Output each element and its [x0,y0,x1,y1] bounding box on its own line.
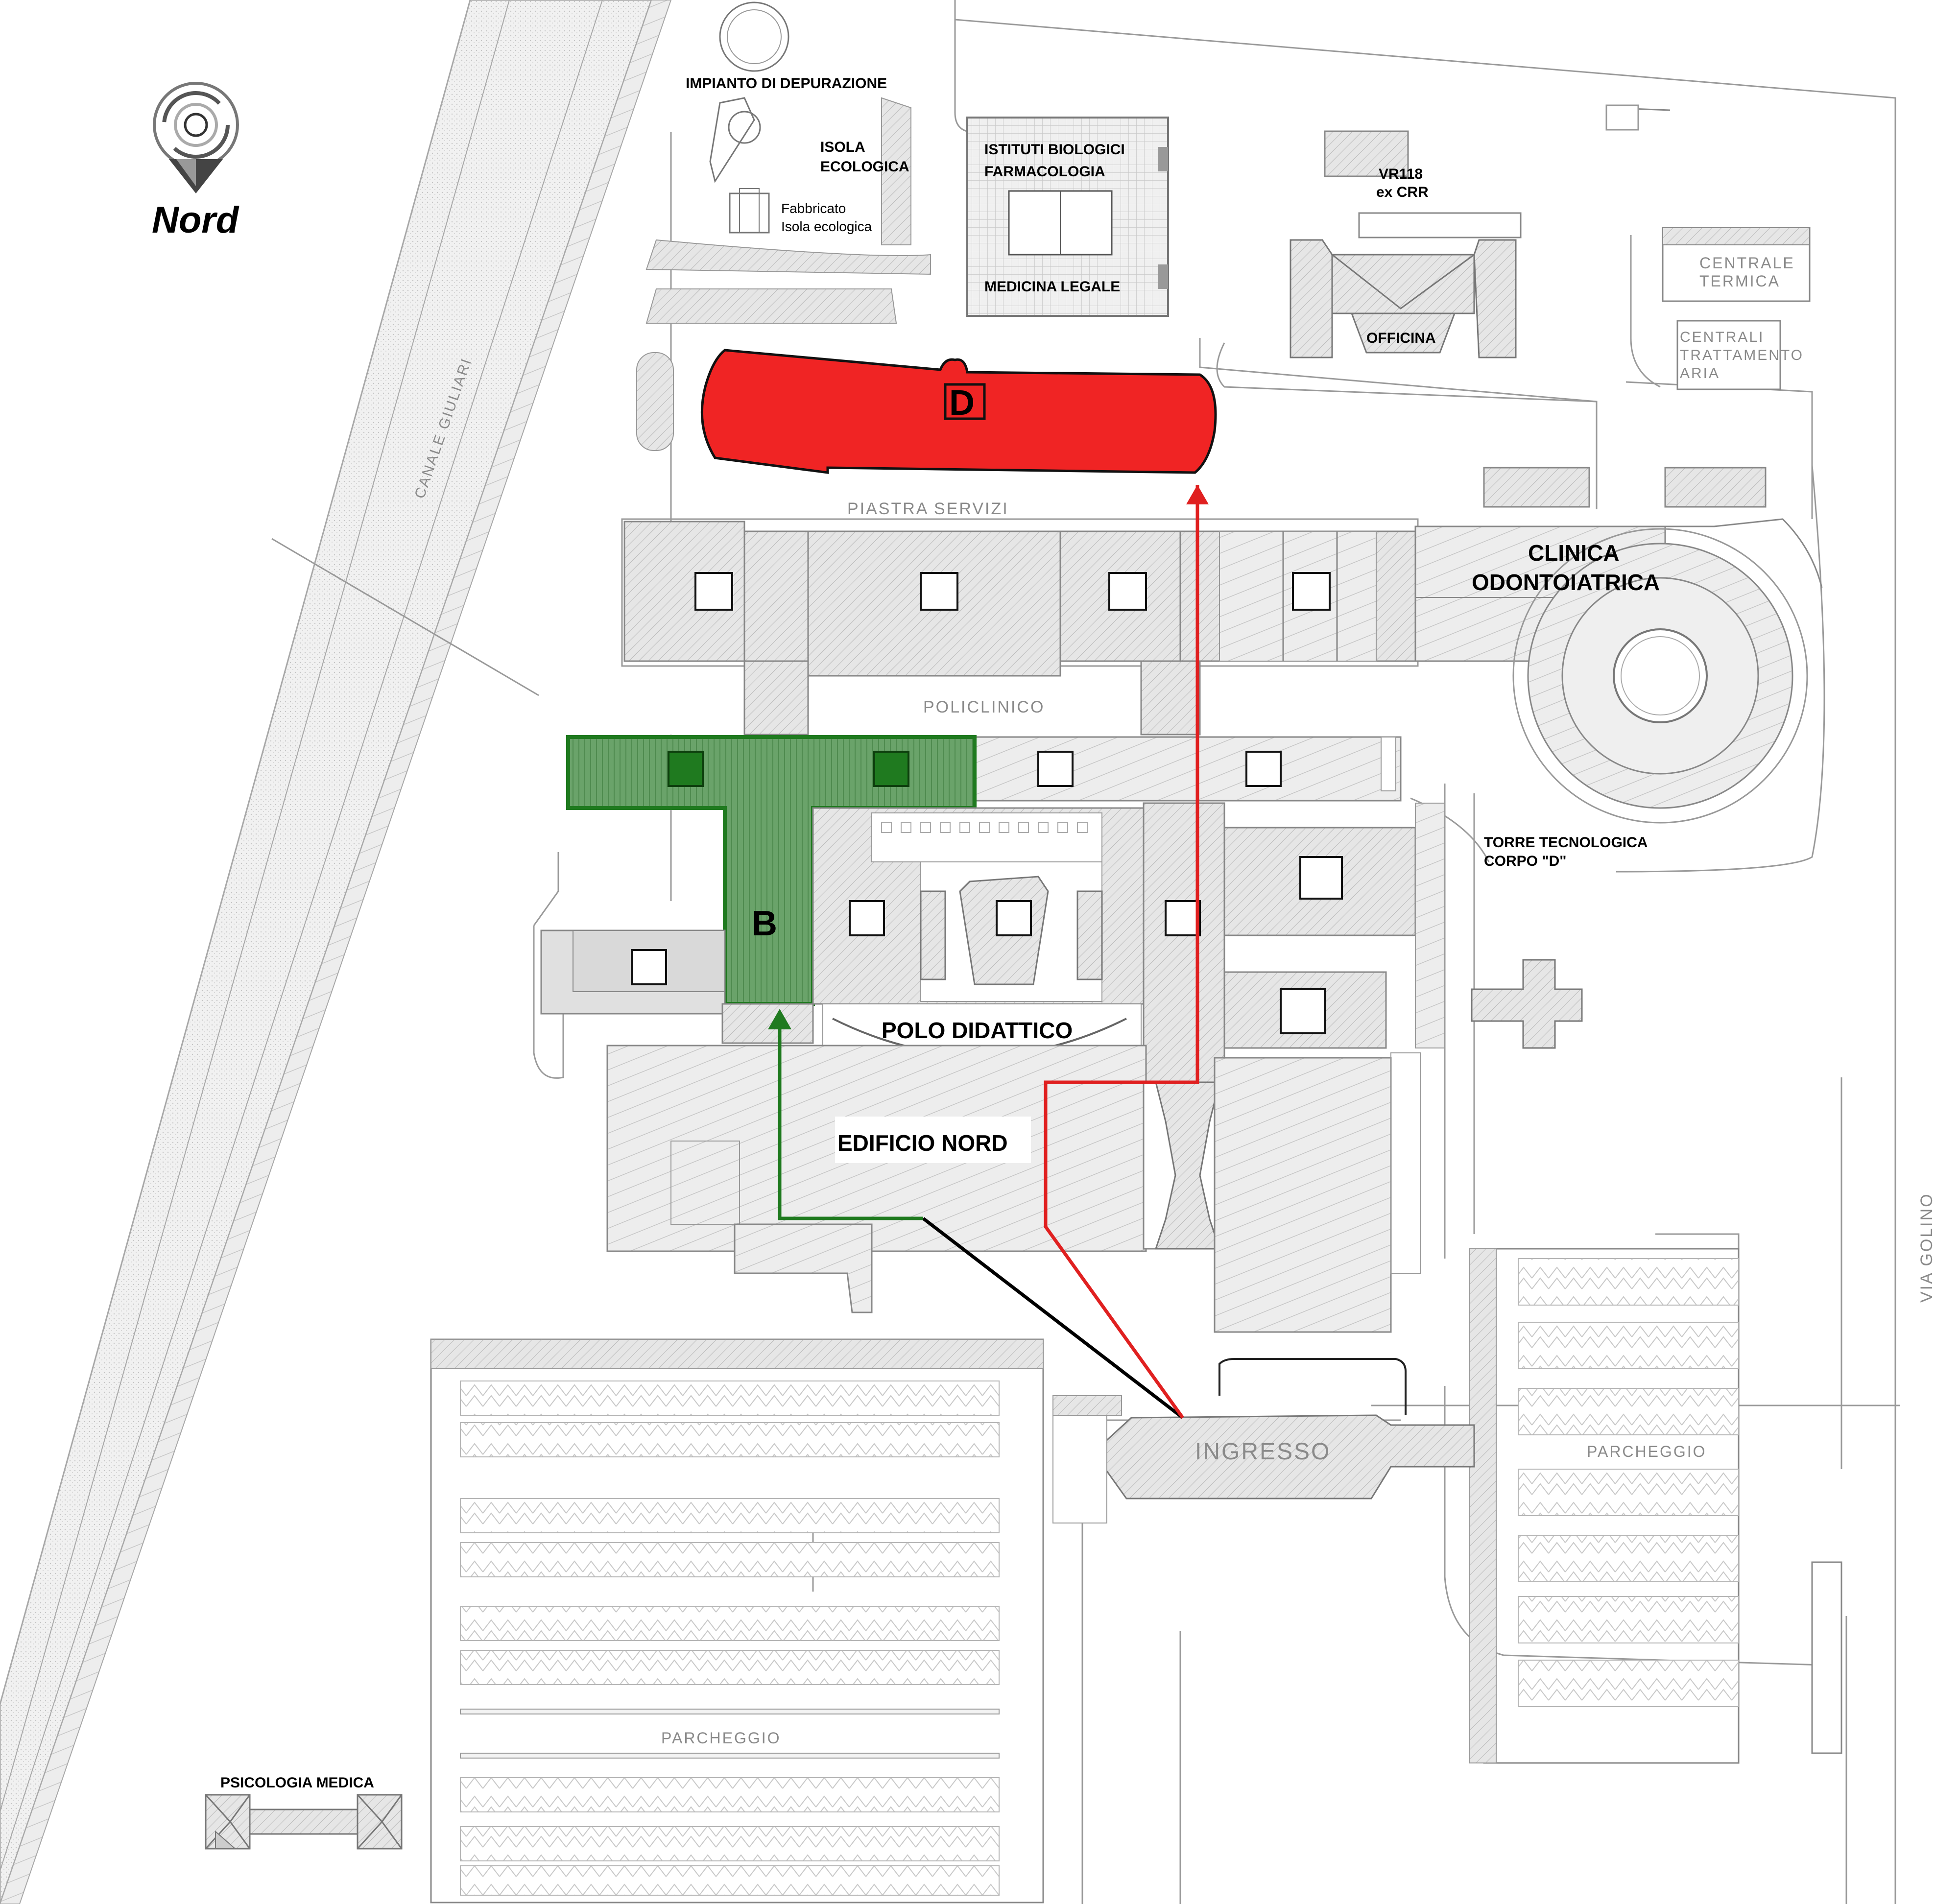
cross-building [1471,959,1583,1049]
centrali-aria-label-1: CENTRALI [1680,329,1764,345]
medicina-legale-label: MEDICINA LEGALE [984,279,1120,295]
centrale-termica-building [1662,227,1811,302]
vr118-building [1324,130,1409,177]
building-b-letter: B [752,904,777,943]
polo-didattico-label: POLO DIDATTICO [882,1018,1073,1043]
clinica-odontoiatrica-building [1414,467,1823,824]
fabbricato-label-1: Fabbricato [781,201,846,216]
parking-right [1469,1248,1842,1764]
canal-band [0,0,672,1904]
central-block [540,802,1445,1108]
via-golino-label: VIA GOLINO [1917,1192,1936,1303]
fabbricato-building [729,188,770,234]
building-d-highlight[interactable] [700,349,1217,474]
impianto-label: IMPIANTO DI DEPURAZIONE [686,75,887,92]
north-compass-icon [153,82,239,193]
depurazione-plant [636,1,931,451]
officina-label: OFFICINA [1366,330,1436,346]
policlinico-wings [743,660,1201,736]
clinica-label-1: CLINICA [1528,540,1620,566]
piastra-servizi-label: PIASTRA SERVIZI [847,500,1009,518]
isola-label-1: ISOLA [820,139,865,155]
ingresso-label: INGRESSO [1195,1439,1331,1465]
isola-label-2: ECOLOGICA [820,159,909,175]
fabbricato-label-2: Isola ecologica [781,219,872,234]
route-red-path [1044,485,1209,1419]
psicologia-medica-building [205,1794,403,1850]
parking-left [430,1338,1044,1904]
istituti-label-1: ISTITUTI BIOLOGICI [984,142,1125,158]
vr118-label-2: ex CRR [1376,184,1429,200]
edificio-nord-label: EDIFICIO NORD [837,1130,1008,1156]
officina-building [1290,212,1522,358]
vr118-label-1: VR118 [1379,166,1423,182]
courtyards-row2 [1037,751,1282,787]
courtyards-row1 [694,572,1331,611]
building-d-letter: D [949,383,975,423]
route-black-path [922,1217,1184,1419]
centrale-termica-label-2: TERMICA [1699,272,1780,290]
red-arrow-icon [1186,485,1209,504]
route-green-path [768,1009,923,1220]
istituti-label-2: FARMACOLOGIA [984,164,1105,180]
parcheggio-left-label: PARCHEGGIO [661,1729,781,1747]
clinica-label-2: ODONTOIATRICA [1472,570,1660,595]
centrali-aria-label-2: TRATTAMENTO [1680,347,1804,363]
centrale-termica-label-1: CENTRALE [1699,254,1795,272]
centrali-aria-label-3: ARIA [1680,365,1720,381]
istituti-biologici-building [966,117,1169,317]
torre-label-2: CORPO "D" [1484,853,1566,869]
centrali-aria-building [1676,320,1781,390]
ingresso-building[interactable] [1052,1358,1475,1523]
green-arrow-icon [768,1009,791,1029]
policlinico-label: POLICLINICO [923,698,1045,716]
courtyards-row3 [631,856,1343,1034]
parcheggio-right-label: PARCHEGGIO [1587,1443,1707,1460]
torre-label-1: TORRE TECNOLOGICA [1484,834,1648,851]
nord-label: Nord [152,199,239,241]
psicologia-label: PSICOLOGIA MEDICA [220,1775,374,1791]
